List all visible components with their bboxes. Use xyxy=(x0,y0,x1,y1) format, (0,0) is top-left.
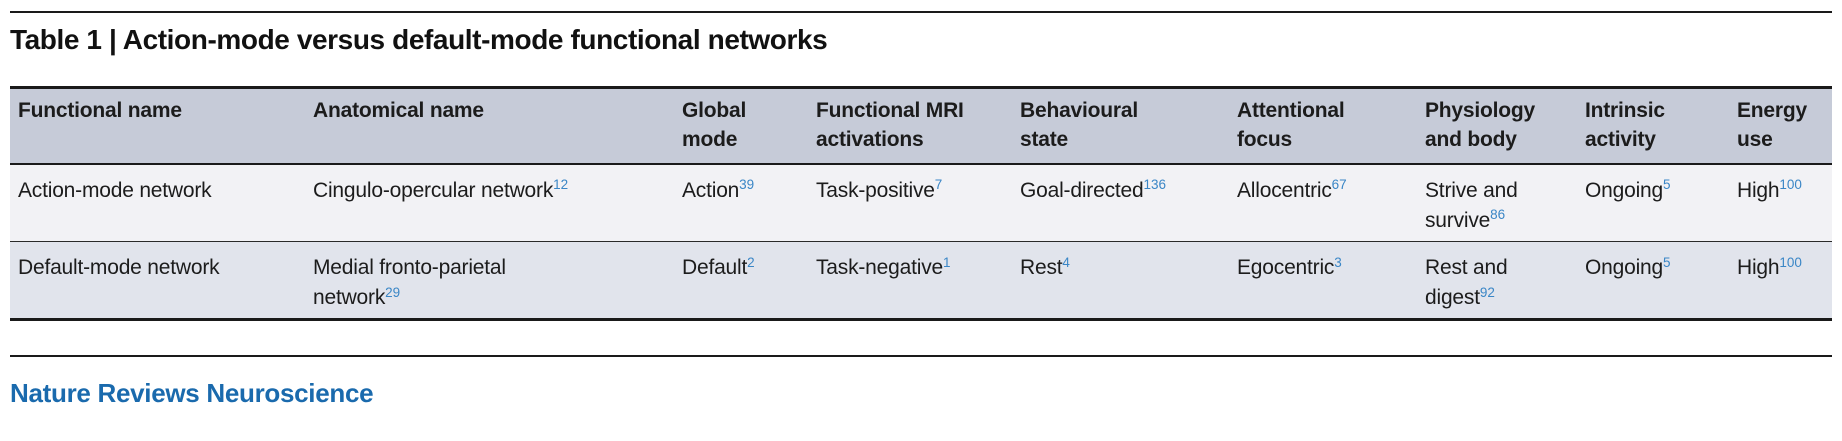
table-cell: Allocentric67 xyxy=(1229,163,1417,242)
table-row-default-mode: Default-mode network Medial fronto-parie… xyxy=(10,241,1832,320)
citation-ref[interactable]: 12 xyxy=(553,177,569,193)
citation-ref[interactable]: 86 xyxy=(1490,207,1506,223)
citation-ref[interactable]: 1 xyxy=(942,254,951,270)
citation-ref[interactable]: 3 xyxy=(1334,254,1342,270)
table-cell: Cingulo-opercular network12 xyxy=(305,163,674,242)
citation-ref[interactable]: 100 xyxy=(1779,177,1802,193)
table-cell: Ongoing5 xyxy=(1577,241,1729,320)
table-cell: Goal-directed136 xyxy=(1012,163,1229,242)
column-header-anatomical-name: Anatomical name xyxy=(305,87,674,165)
table-cell: Task-positive7 xyxy=(808,163,1012,242)
citation-ref[interactable]: 92 xyxy=(1479,284,1495,300)
citation-ref[interactable]: 2 xyxy=(747,254,755,270)
citation-ref[interactable]: 5 xyxy=(1663,254,1671,270)
table-cell: Default2 xyxy=(674,241,808,320)
citation-ref[interactable]: 67 xyxy=(1331,177,1347,193)
table-cell: Egocentric3 xyxy=(1229,241,1417,320)
citation-ref[interactable]: 29 xyxy=(385,284,401,300)
table-cell: Task-negative1 xyxy=(808,241,1012,320)
table-cell: High100 xyxy=(1729,241,1832,320)
table-cell: Ongoing5 xyxy=(1577,163,1729,242)
column-header-functional-name: Functional name xyxy=(10,87,305,165)
citation-ref[interactable]: 39 xyxy=(739,177,755,193)
table-row-action-mode: Action-mode network Cingulo-opercular ne… xyxy=(10,163,1832,242)
footer-rule xyxy=(10,355,1832,357)
table-cell: Action-mode network xyxy=(10,163,305,242)
citation-ref[interactable]: 100 xyxy=(1779,254,1802,270)
table-cell: Action39 xyxy=(674,163,808,242)
top-rule xyxy=(10,11,1832,13)
table-cell: Rest4 xyxy=(1012,241,1229,320)
paper-table-figure: Table 1 | Action-mode versus default-mod… xyxy=(0,11,1842,409)
table-cell: Default-mode network xyxy=(10,241,305,320)
citation-ref[interactable]: 7 xyxy=(934,177,943,193)
citation-ref[interactable]: 4 xyxy=(1062,254,1070,270)
citation-ref[interactable]: 5 xyxy=(1663,177,1671,193)
table-cell: High100 xyxy=(1729,163,1832,242)
journal-name: Nature Reviews Neuroscience xyxy=(10,378,374,408)
table-title: Table 1 | Action-mode versus default-mod… xyxy=(10,24,828,55)
citation-ref[interactable]: 136 xyxy=(1143,177,1166,193)
